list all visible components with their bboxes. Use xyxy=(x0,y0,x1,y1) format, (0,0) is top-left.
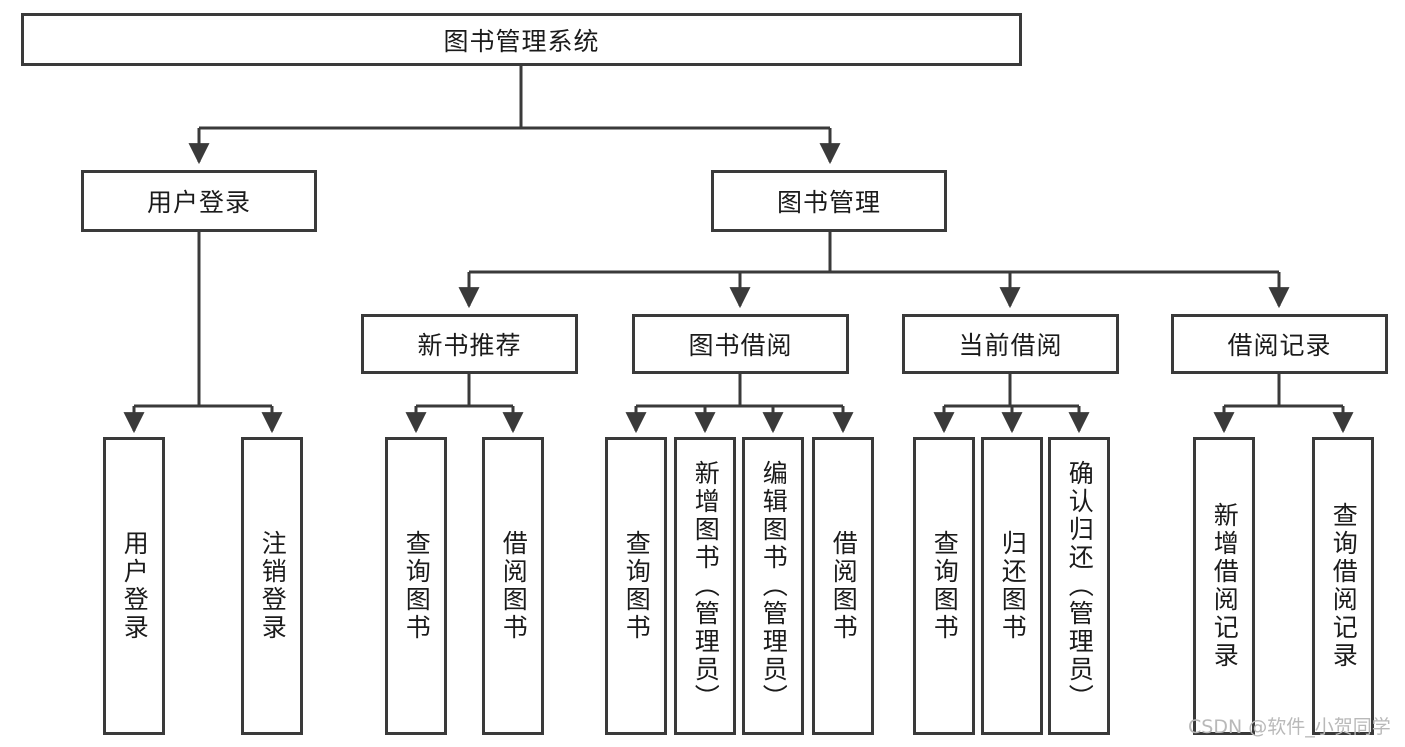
node-leaf-borrow-book-1[interactable]: 借阅图书 xyxy=(482,437,544,735)
node-leaf-user-logout-label: 注销登录 xyxy=(258,530,288,642)
node-leaf-add-book-label: 新增图书（管理员） xyxy=(691,460,721,712)
node-leaf-query-book-2[interactable]: 查询图书 xyxy=(605,437,667,735)
node-leaf-borrow-book-1-label: 借阅图书 xyxy=(499,530,529,642)
node-leaf-confirm-return[interactable]: 确认归还（管理员） xyxy=(1048,437,1110,735)
node-leaf-borrow-book-2-label: 借阅图书 xyxy=(829,530,859,642)
node-leaf-return-book[interactable]: 归还图书 xyxy=(981,437,1043,735)
node-leaf-query-book-2-label: 查询图书 xyxy=(622,530,652,642)
node-leaf-query-record[interactable]: 查询借阅记录 xyxy=(1312,437,1374,735)
node-leaf-user-login[interactable]: 用户登录 xyxy=(103,437,165,735)
node-user-login[interactable]: 用户登录 xyxy=(81,170,317,232)
node-current-borrow-label: 当前借阅 xyxy=(958,331,1063,360)
node-leaf-confirm-return-label: 确认归还（管理员） xyxy=(1065,460,1095,712)
node-leaf-query-book-3[interactable]: 查询图书 xyxy=(913,437,975,735)
node-new-book-recommend-label: 新书推荐 xyxy=(417,331,522,360)
node-leaf-add-book[interactable]: 新增图书（管理员） xyxy=(674,437,736,735)
node-book-borrow[interactable]: 图书借阅 xyxy=(632,314,849,374)
node-borrow-record-label: 借阅记录 xyxy=(1227,331,1332,360)
node-book-manage[interactable]: 图书管理 xyxy=(711,170,947,232)
node-leaf-add-record[interactable]: 新增借阅记录 xyxy=(1193,437,1255,735)
node-leaf-query-record-label: 查询借阅记录 xyxy=(1329,502,1359,670)
watermark: CSDN @软件_小贺同学 xyxy=(1188,716,1391,738)
node-new-book-recommend[interactable]: 新书推荐 xyxy=(361,314,578,374)
node-leaf-edit-book-label: 编辑图书（管理员） xyxy=(759,460,789,712)
node-leaf-add-record-label: 新增借阅记录 xyxy=(1210,502,1240,670)
node-leaf-query-book-1[interactable]: 查询图书 xyxy=(385,437,447,735)
node-user-login-label: 用户登录 xyxy=(146,188,251,217)
node-book-manage-label: 图书管理 xyxy=(776,188,881,217)
node-current-borrow[interactable]: 当前借阅 xyxy=(902,314,1119,374)
node-borrow-record[interactable]: 借阅记录 xyxy=(1171,314,1388,374)
node-leaf-edit-book[interactable]: 编辑图书（管理员） xyxy=(742,437,804,735)
node-leaf-user-login-label: 用户登录 xyxy=(120,530,150,642)
node-leaf-query-book-1-label: 查询图书 xyxy=(402,530,432,642)
node-leaf-query-book-3-label: 查询图书 xyxy=(930,530,960,642)
node-leaf-borrow-book-2[interactable]: 借阅图书 xyxy=(812,437,874,735)
node-root[interactable]: 图书管理系统 xyxy=(21,13,1022,66)
node-leaf-return-book-label: 归还图书 xyxy=(998,530,1028,642)
node-leaf-user-logout[interactable]: 注销登录 xyxy=(241,437,303,735)
node-book-borrow-label: 图书借阅 xyxy=(688,331,793,360)
node-root-label: 图书管理系统 xyxy=(443,26,600,56)
